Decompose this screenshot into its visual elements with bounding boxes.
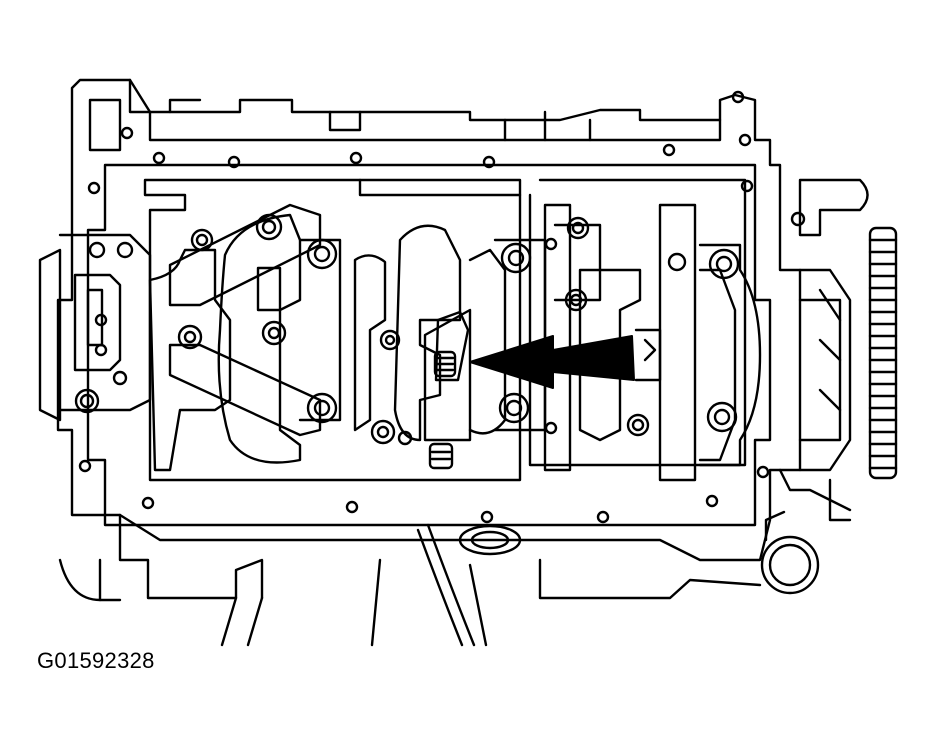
- gallery-plug: [428, 310, 470, 470]
- engine-block-outline: [56, 78, 802, 562]
- right-end-assembly: [760, 178, 898, 595]
- figure-id-label: G01592328: [37, 648, 155, 673]
- lower-housing: [58, 513, 762, 647]
- bolts: [177, 213, 740, 446]
- left-end-cover: [38, 233, 152, 422]
- perimeter-holes: [78, 90, 770, 524]
- bearing-caps: [168, 203, 762, 482]
- arrow-indicator: [469, 328, 662, 389]
